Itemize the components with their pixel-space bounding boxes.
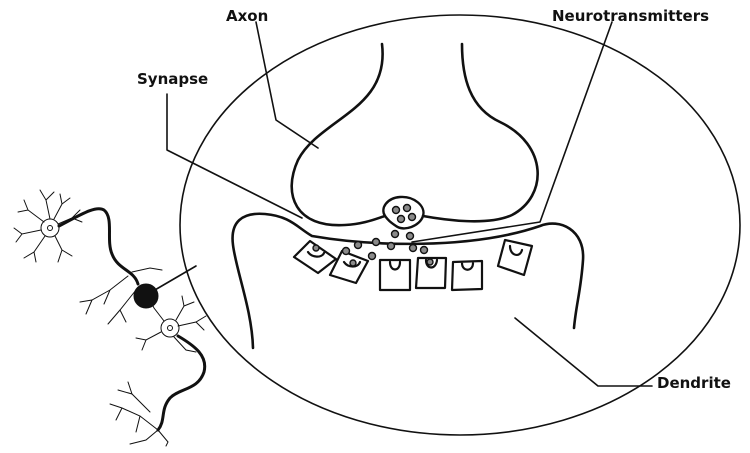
- vesicle-icon: [427, 259, 433, 265]
- vesicle-icon: [410, 245, 417, 252]
- magnification-circle: [180, 15, 740, 435]
- axon-leader: [256, 22, 318, 148]
- synapse-label: Synapse: [137, 70, 208, 88]
- upper-neuron: [14, 190, 82, 262]
- vesicle-icon: [392, 231, 399, 238]
- receptor-6: [498, 240, 532, 275]
- synapse-leader: [167, 94, 302, 218]
- receptor-5: [452, 261, 482, 290]
- neurotransmitters-label: Neurotransmitters: [552, 7, 709, 25]
- dendrite-leader: [515, 318, 652, 386]
- bottom-branches: [110, 382, 168, 446]
- receptor-2: [330, 251, 368, 283]
- vesicle-icon: [421, 247, 428, 254]
- vesicle-icon: [409, 214, 416, 221]
- dendrite-label: Dendrite: [657, 374, 731, 392]
- upper-axon: [59, 209, 138, 284]
- vesicle-icon: [313, 245, 319, 251]
- axon-terminal: [292, 44, 538, 225]
- vesicle-icon: [407, 233, 414, 240]
- neuron-icon: [14, 190, 206, 446]
- vesicle-icon: [355, 242, 362, 249]
- releasing-vesicle: [383, 197, 423, 228]
- vesicle-icon: [373, 239, 380, 246]
- vesicle-icon: [343, 248, 350, 255]
- synapse-dot: [134, 284, 158, 308]
- vesicle-icon: [350, 260, 356, 266]
- axon-label: Axon: [226, 7, 268, 25]
- lower-axon: [158, 336, 205, 430]
- vesicle-icon: [388, 243, 395, 250]
- neurotransmitters-leader: [412, 22, 612, 242]
- vesicle-icon: [393, 207, 400, 214]
- receptor-3: [380, 260, 410, 290]
- leader-lines: [148, 22, 652, 386]
- vesicle-icon: [404, 205, 411, 212]
- vesicle-icon: [398, 216, 405, 223]
- vesicle-icon: [369, 253, 376, 260]
